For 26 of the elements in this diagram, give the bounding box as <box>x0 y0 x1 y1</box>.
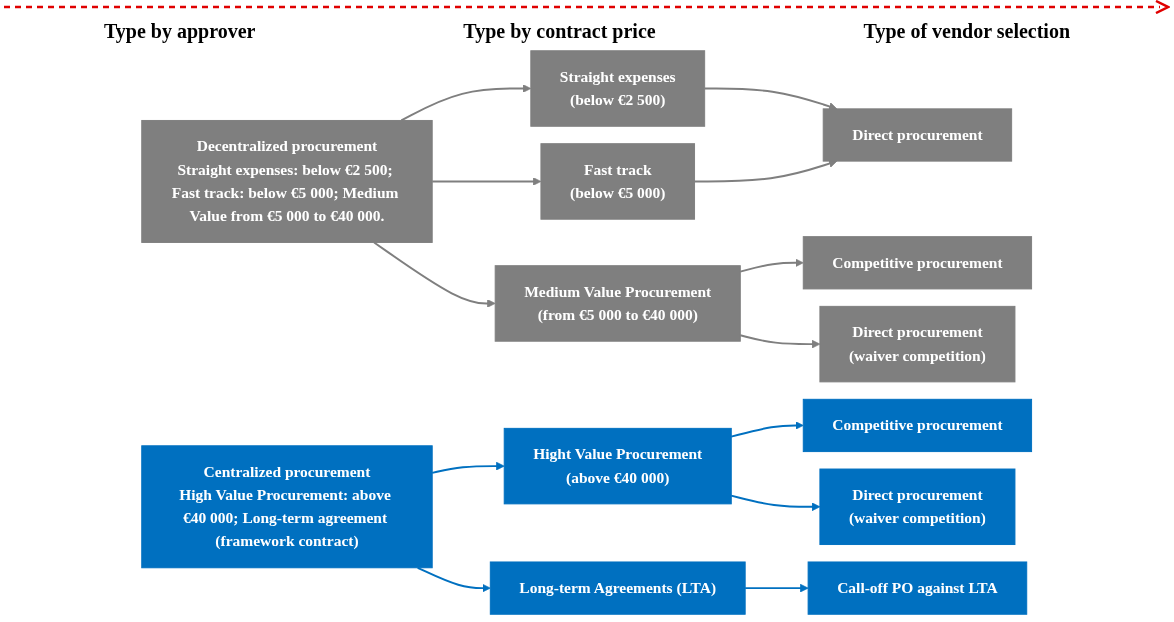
node-box: Competitive procurement <box>803 236 1033 290</box>
arrow <box>431 461 505 474</box>
arrow <box>739 334 821 349</box>
column-heading: Type by approver <box>103 20 256 43</box>
node-box: Decentralized procurement Straight expenses: below €2 500; Fast track: below €5 000; Medium Value from €5 000 to €40 000. <box>141 119 434 243</box>
arrow <box>730 421 804 438</box>
node-box: Competitive procurement <box>803 398 1033 453</box>
arrow <box>739 258 804 273</box>
node-box: Medium Value Procurement (from €5 000 to €40 000) <box>495 265 742 342</box>
node-box: Direct procurement (waiver competition) <box>819 468 1016 546</box>
node-box: Hight Value Procurement (above €40 000) <box>504 427 733 505</box>
node-box: Fast track (below €5 000) <box>540 143 696 220</box>
node-box: Call-off PO against LTA <box>807 561 1028 615</box>
arrow <box>417 566 491 593</box>
arrow <box>744 583 809 593</box>
arrow <box>373 241 496 308</box>
node-box: Direct procurement (waiver competition) <box>819 305 1016 383</box>
node-box: Straight expenses (below €2 500) <box>530 50 706 127</box>
node-box: Centralized procurement High Value Procurement: above €40 000; Long-term agreement (framework contract) <box>141 445 434 569</box>
node-box: Long-term Agreements (LTA) <box>490 561 746 615</box>
node-box: Direct procurement <box>823 108 1013 162</box>
arrow <box>431 177 542 186</box>
arrow <box>400 84 532 122</box>
arrow <box>730 494 821 512</box>
column-heading: Type by contract price <box>463 20 656 43</box>
column-heading: Type of vendor selection <box>863 20 1071 43</box>
